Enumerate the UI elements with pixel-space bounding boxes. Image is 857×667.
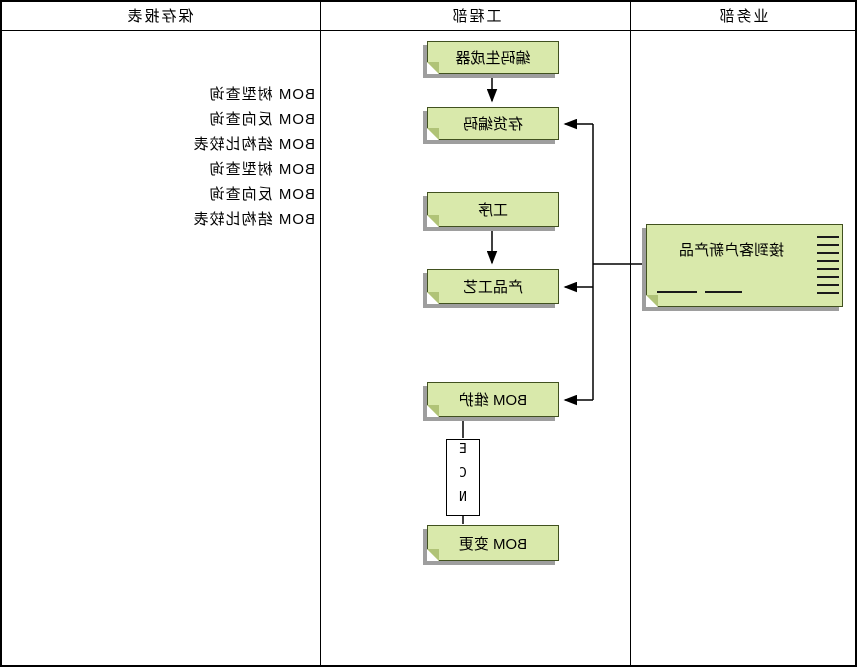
column-header-reports: 保存报表 (125, 8, 194, 25)
flow-node-process: 工序 (427, 192, 559, 227)
column-divider (320, 2, 321, 665)
report-item: BOM 结构比较表 (192, 136, 315, 153)
flow-node-label: BOM 变更 (458, 535, 528, 553)
header-divider (2, 30, 855, 31)
flow-node-bom-change: BOM 变更 (427, 525, 559, 561)
flow-node-new-product: 接到客户新产品 (646, 224, 843, 307)
flow-node-label: 工序 (478, 202, 509, 219)
stacked-lines-icon (817, 236, 839, 296)
report-item: BOM 反向查询 (208, 111, 315, 128)
report-item: BOM 树型查询 (208, 161, 315, 178)
flow-node-label: 接到客户新产品 (679, 242, 785, 259)
flow-node-product-process: 产品工艺 (427, 269, 559, 304)
report-list: BOM 树型查询 BOM 反向查询 BOM 结构比较表 BOM 树型查询 BOM… (193, 82, 315, 232)
report-item: BOM 结构比较表 (192, 211, 315, 228)
report-item: BOM 树型查询 (208, 86, 315, 103)
flow-node-code-generator: 编码生成器 (427, 41, 559, 74)
flow-node-label: BOM 维护 (458, 392, 528, 409)
underline-decoration (705, 291, 742, 293)
flow-node-label: 产品工艺 (463, 279, 524, 296)
report-item: BOM 反向查询 (208, 186, 315, 203)
ecn-box: ECN (446, 439, 480, 516)
column-header-engineering: 工程部 (450, 8, 502, 25)
ecn-label: ECN (455, 441, 471, 514)
column-divider (630, 2, 631, 665)
column-header-business: 业务部 (717, 8, 769, 25)
underline-decoration (657, 291, 697, 293)
flow-node-bom-maintenance: BOM 维护 (427, 382, 559, 417)
flow-node-label: 编码生成器 (455, 50, 531, 67)
flow-node-label: 存货编码 (463, 116, 524, 133)
flow-node-inventory-code: 存货编码 (427, 107, 559, 140)
